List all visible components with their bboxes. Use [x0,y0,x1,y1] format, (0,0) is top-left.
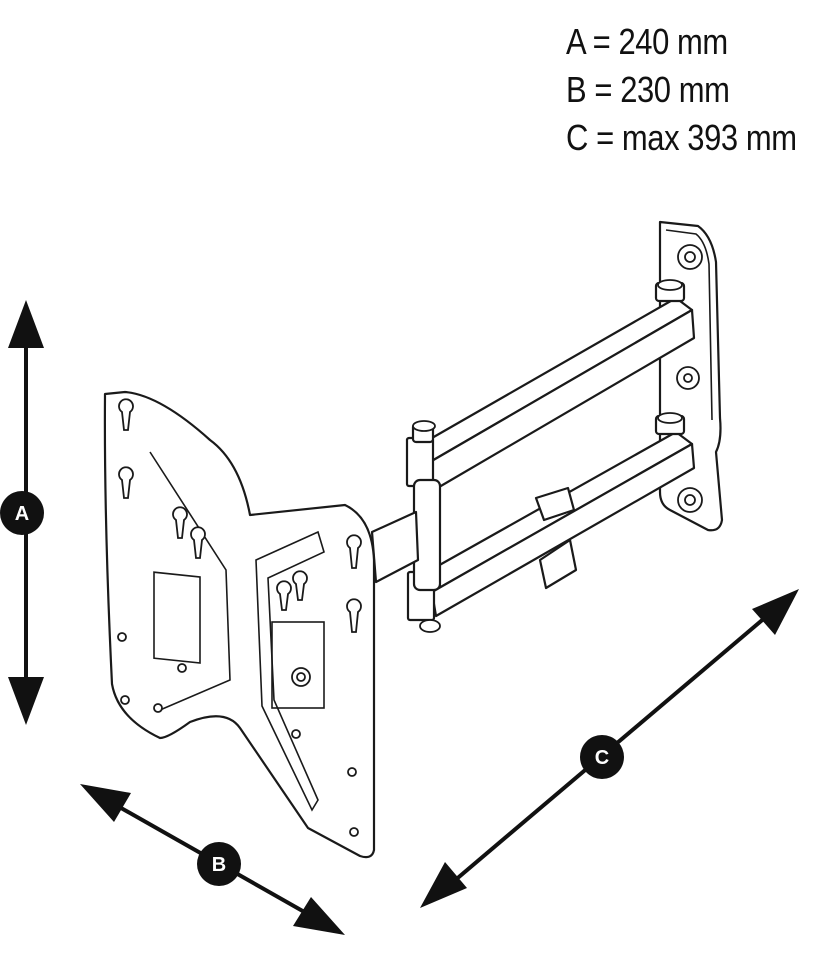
wall-plate [658,220,724,532]
lower-arm [406,412,696,633]
mount-holes [117,632,359,837]
badge-a: A [0,491,44,535]
spec-a: A = 240 mm [566,21,728,62]
vesa-plate [103,390,376,859]
badge-a-label: A [15,503,29,525]
badge-c: C [580,735,624,779]
badge-b-label: B [212,854,226,876]
arrowhead-bottom [8,677,44,725]
pivot-tube [370,478,442,592]
keyhole-slots [118,398,362,633]
spec-c: C = max 393 mm [566,117,797,158]
badge-c-label: C [595,747,609,769]
badge-b: B [197,842,241,886]
arrowhead-top [8,300,44,348]
spec-b: B = 230 mm [566,69,730,110]
